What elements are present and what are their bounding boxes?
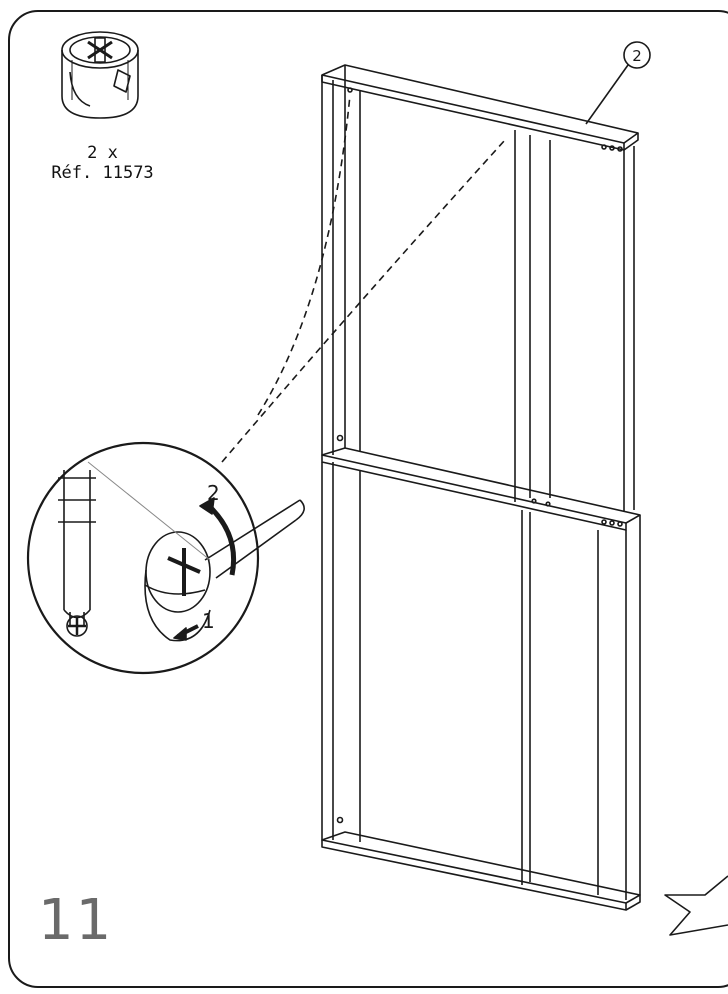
instruction-frame — [8, 10, 728, 988]
cabinet-lower — [321, 462, 641, 911]
part-quantity-block: 2 x Réf. 11573 — [30, 143, 175, 183]
turn-step-label: 2 — [207, 481, 220, 505]
panel-number-label: 2 — [632, 47, 642, 65]
cam-lock-icon — [61, 31, 139, 119]
cabinet-upper — [321, 64, 641, 531]
step-number: 11 — [38, 888, 114, 953]
push-step-label: 1 — [202, 609, 215, 633]
cam-lock-detail — [26, 441, 305, 675]
next-arrow-icon — [664, 875, 728, 936]
part-quantity: 2 x — [87, 143, 118, 163]
part-reference: Réf. 11573 — [51, 163, 154, 183]
